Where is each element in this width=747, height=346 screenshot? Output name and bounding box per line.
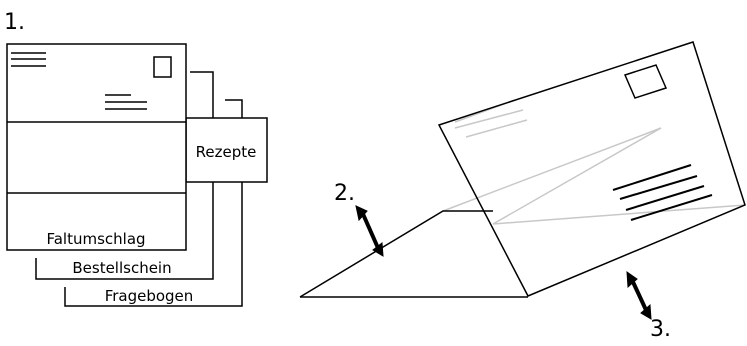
fold-arrow-2: [355, 205, 384, 257]
hidden-fold-lines: [442, 99, 746, 225]
arrow-head-icon: [626, 270, 638, 289]
step-1-number: 1.: [4, 10, 25, 35]
arrow-head-icon: [355, 205, 368, 222]
arrow-head-icon: [640, 303, 652, 320]
step-3-number: 3.: [650, 317, 671, 342]
order-form-sheet-outline: [35, 71, 214, 280]
envelope-panel: [437, 41, 746, 297]
questionnaire-label: Fragebogen: [105, 287, 194, 305]
folded-envelope: [299, 41, 746, 298]
arrow-head-icon: [372, 242, 384, 257]
fold-arrow-3: [626, 270, 652, 320]
document-stack: [6, 43, 268, 307]
stamp-icon: [153, 56, 172, 78]
recipient-address-lines: [612, 164, 713, 221]
questionnaire-sheet-outline: [64, 99, 243, 307]
step-2-number: 2.: [334, 181, 355, 206]
envelope-label: Faltumschlag: [46, 230, 145, 248]
order-form-label: Bestellschein: [72, 259, 171, 277]
envelope-flap: [299, 210, 493, 298]
recipes-label: Rezepte: [196, 143, 257, 161]
envelope-front: [6, 43, 187, 251]
stamp-icon: [623, 64, 668, 99]
